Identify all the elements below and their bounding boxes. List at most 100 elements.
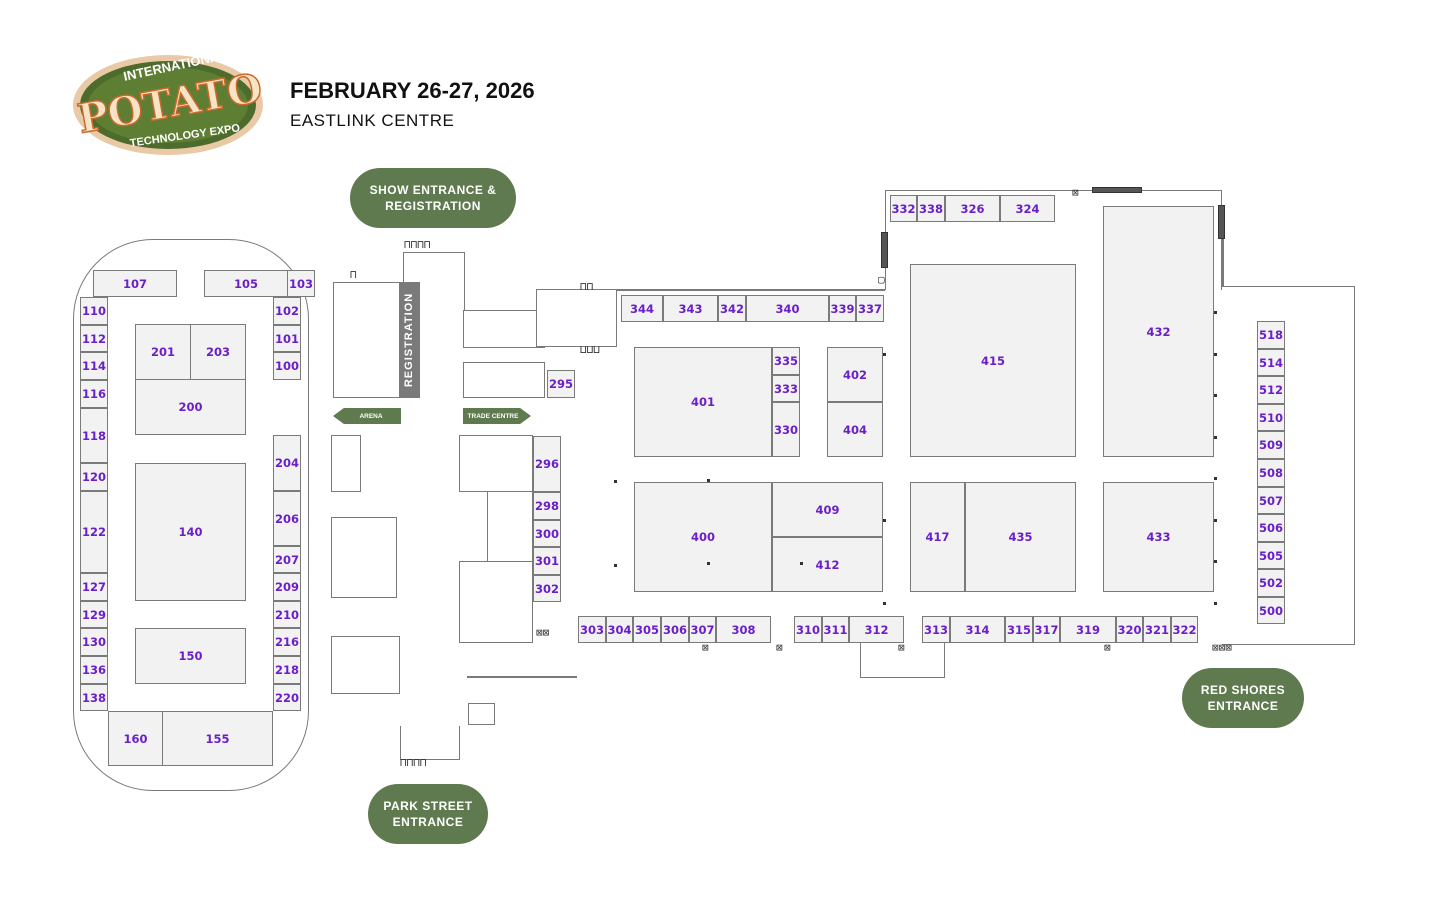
booth-118[interactable]: 118 <box>80 408 108 463</box>
booth-103[interactable]: 103 <box>287 270 315 297</box>
booth-314[interactable]: 314 <box>950 616 1005 643</box>
booth-127[interactable]: 127 <box>80 573 108 601</box>
booth-305[interactable]: 305 <box>633 616 661 643</box>
booth-203[interactable]: 203 <box>190 324 246 380</box>
booth-315[interactable]: 315 <box>1005 616 1033 643</box>
booth-507[interactable]: 507 <box>1257 487 1285 514</box>
booth-339[interactable]: 339 <box>829 295 856 322</box>
booth-220[interactable]: 220 <box>273 684 301 711</box>
booth-101[interactable]: 101 <box>273 325 301 352</box>
booth-116[interactable]: 116 <box>80 380 108 408</box>
booth-508[interactable]: 508 <box>1257 459 1285 487</box>
booth-201[interactable]: 201 <box>135 324 191 380</box>
booth-330[interactable]: 330 <box>772 402 800 457</box>
booth-343[interactable]: 343 <box>663 295 718 322</box>
booth-160[interactable]: 160 <box>108 711 163 766</box>
booth-303[interactable]: 303 <box>578 616 606 643</box>
booth-510[interactable]: 510 <box>1257 404 1285 431</box>
booth-338[interactable]: 338 <box>917 195 945 222</box>
booth-409[interactable]: 409 <box>772 482 883 537</box>
booth-298[interactable]: 298 <box>533 492 561 520</box>
booth-505[interactable]: 505 <box>1257 542 1285 569</box>
booth-500[interactable]: 500 <box>1257 597 1285 624</box>
booth-518[interactable]: 518 <box>1257 321 1285 349</box>
door-icon: ⊠ <box>1104 641 1111 654</box>
booth-107[interactable]: 107 <box>93 270 177 297</box>
trade-centre-arrow: TRADE CENTRE <box>463 408 531 424</box>
booth-302[interactable]: 302 <box>533 575 561 602</box>
booth-433[interactable]: 433 <box>1103 482 1214 592</box>
booth-112[interactable]: 112 <box>80 325 108 352</box>
booth-122[interactable]: 122 <box>80 491 108 573</box>
booth-404[interactable]: 404 <box>827 402 883 457</box>
booth-400[interactable]: 400 <box>634 482 772 592</box>
trade-room-d <box>459 561 533 643</box>
booth-102[interactable]: 102 <box>273 297 301 325</box>
booth-210[interactable]: 210 <box>273 601 301 628</box>
booth-136[interactable]: 136 <box>80 656 108 684</box>
booth-415[interactable]: 415 <box>910 264 1076 457</box>
booth-105[interactable]: 105 <box>204 270 288 297</box>
booth-206[interactable]: 206 <box>273 491 301 546</box>
booth-332[interactable]: 332 <box>890 195 917 222</box>
booth-319[interactable]: 319 <box>1060 616 1116 643</box>
booth-402[interactable]: 402 <box>827 347 883 402</box>
door-icon: ⊓ <box>350 268 357 281</box>
booth-304[interactable]: 304 <box>606 616 633 643</box>
booth-401[interactable]: 401 <box>634 347 772 457</box>
booth-502[interactable]: 502 <box>1257 569 1285 597</box>
booth-138[interactable]: 138 <box>80 684 108 711</box>
booth-155[interactable]: 155 <box>162 711 273 766</box>
booth-100[interactable]: 100 <box>273 352 301 380</box>
booth-295[interactable]: 295 <box>547 370 575 398</box>
booth-300[interactable]: 300 <box>533 520 561 547</box>
booth-120[interactable]: 120 <box>80 463 108 491</box>
booth-296[interactable]: 296 <box>533 436 561 492</box>
booth-218[interactable]: 218 <box>273 656 301 684</box>
booth-432[interactable]: 432 <box>1103 206 1214 457</box>
booth-514[interactable]: 514 <box>1257 349 1285 376</box>
booth-412[interactable]: 412 <box>772 537 883 592</box>
heater-3 <box>1218 205 1225 239</box>
booth-512[interactable]: 512 <box>1257 376 1285 404</box>
booth-207[interactable]: 207 <box>273 546 301 573</box>
booth-324[interactable]: 324 <box>1000 195 1055 222</box>
booth-200[interactable]: 200 <box>135 379 246 435</box>
booth-506[interactable]: 506 <box>1257 514 1285 542</box>
booth-340[interactable]: 340 <box>746 295 829 322</box>
booth-321[interactable]: 321 <box>1143 616 1171 643</box>
booth-317[interactable]: 317 <box>1033 616 1060 643</box>
booth-110[interactable]: 110 <box>80 297 108 325</box>
booth-311[interactable]: 311 <box>822 616 849 643</box>
booth-326[interactable]: 326 <box>945 195 1000 222</box>
booth-216[interactable]: 216 <box>273 628 301 656</box>
booth-342[interactable]: 342 <box>718 295 746 322</box>
booth-335[interactable]: 335 <box>772 347 800 375</box>
trade-room-c <box>459 435 533 492</box>
booth-308[interactable]: 308 <box>716 616 771 643</box>
booth-140[interactable]: 140 <box>135 463 246 601</box>
booth-150[interactable]: 150 <box>135 628 246 684</box>
booth-509[interactable]: 509 <box>1257 431 1285 459</box>
booth-322[interactable]: 322 <box>1171 616 1198 643</box>
booth-337[interactable]: 337 <box>856 295 884 322</box>
booth-313[interactable]: 313 <box>922 616 950 643</box>
booth-320[interactable]: 320 <box>1116 616 1143 643</box>
booth-129[interactable]: 129 <box>80 601 108 628</box>
red-shores-entrance-pill: RED SHORES ENTRANCE <box>1182 668 1304 728</box>
booth-333[interactable]: 333 <box>772 375 800 402</box>
booth-306[interactable]: 306 <box>661 616 689 643</box>
booth-307[interactable]: 307 <box>689 616 716 643</box>
booth-114[interactable]: 114 <box>80 352 108 380</box>
booth-130[interactable]: 130 <box>80 628 108 656</box>
booth-312[interactable]: 312 <box>849 616 904 643</box>
booth-209[interactable]: 209 <box>273 573 301 601</box>
booth-204[interactable]: 204 <box>273 435 301 491</box>
booth-417[interactable]: 417 <box>910 482 965 592</box>
booth-344[interactable]: 344 <box>621 295 663 322</box>
booth-310[interactable]: 310 <box>794 616 822 643</box>
pillar <box>883 353 886 356</box>
trade-hall-top-wall <box>617 289 885 291</box>
booth-301[interactable]: 301 <box>533 547 561 575</box>
booth-435[interactable]: 435 <box>965 482 1076 592</box>
